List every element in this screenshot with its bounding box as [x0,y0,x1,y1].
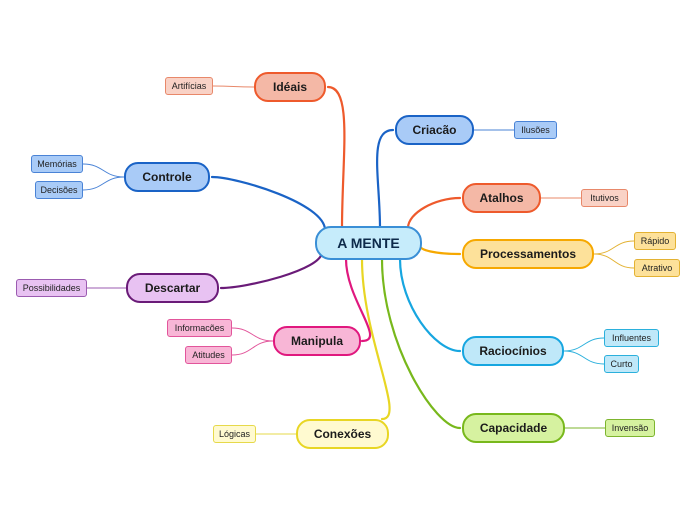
branch-topic-label: Capacidade [479,421,548,435]
branch-topic[interactable]: Raciocínios [462,336,564,366]
central-topic-label: A MENTE [337,235,400,251]
branch-line [406,196,462,230]
subtopic-label: Atrativo [641,263,673,273]
branch-topic-label: Descartar [144,281,201,295]
subtopic[interactable]: Atrativo [634,259,680,277]
subtopic[interactable]: Possibilidades [16,279,87,297]
branch-topic[interactable]: Capacidade [462,413,565,443]
subtopic[interactable]: Lógicas [213,425,256,443]
branch-line [219,250,324,290]
branch-line [326,85,346,230]
subtopic-label: Lógicas [218,429,251,439]
subtopic[interactable]: Ilusões [514,121,557,139]
subtopic-label: Decisões [40,185,78,195]
subtopic-label: Possibilidades [22,283,81,293]
subtopic-label: Invensão [611,423,649,433]
subtopic[interactable]: Itutivos [581,189,628,207]
subtopic-label: Ilusões [521,125,550,135]
branch-topic[interactable]: Descartar [126,273,219,303]
branch-line [344,257,372,343]
subtopic[interactable]: Memórias [31,155,83,173]
branch-topic-label: Criacão [412,123,457,137]
branch-topic-label: Conexões [313,427,372,441]
subtopic-label: Itutivos [590,193,619,203]
subtopic-label: Memórias [37,159,77,169]
subtopic-line [593,240,635,255]
branch-line [398,257,462,353]
subtopic-label: Atitudes [192,350,225,360]
subtopic-line [563,337,605,352]
branch-line [376,128,395,230]
subtopic-label: Artifícias [171,81,207,91]
subtopic[interactable]: Rápido [634,232,676,250]
subtopic-line [231,327,274,342]
subtopic-label: Curto [610,359,633,369]
branch-topic-label: Idéais [272,80,308,94]
subtopic-line [593,253,635,269]
branch-topic[interactable]: Atalhos [462,183,541,213]
branch-topic-label: Controle [142,170,192,184]
branch-topic[interactable]: Manipula [273,326,361,356]
branch-topic-label: Processamentos [479,247,577,261]
branch-topic-label: Manipula [290,334,343,348]
branch-topic[interactable]: Controle [124,162,210,192]
subtopic-label: Rápido [640,236,670,246]
subtopic[interactable]: Atitudes [185,346,232,364]
subtopic-label: Influentes [611,333,652,343]
branch-topic-label: Atalhos [479,191,524,205]
subtopic-line [563,350,605,365]
subtopic-label: Informacões [174,323,225,333]
subtopic[interactable]: Influentes [604,329,659,347]
branch-line [360,257,391,421]
branch-line [380,257,462,430]
subtopic[interactable]: Artifícias [165,77,213,95]
branch-topic[interactable]: Idéais [254,72,326,102]
subtopic[interactable]: Invensão [605,419,655,437]
branch-line [418,244,462,256]
subtopic[interactable]: Decisões [35,181,83,199]
subtopic-line [212,85,255,88]
branch-topic-label: Raciocínios [479,344,547,358]
subtopic[interactable]: Informacões [167,319,232,337]
branch-topic[interactable]: Processamentos [462,239,594,269]
subtopic-line [82,176,125,191]
subtopic[interactable]: Curto [604,355,639,373]
subtopic-line [82,163,125,178]
branch-topic[interactable]: Criacão [395,115,474,145]
branch-topic[interactable]: Conexões [296,419,389,449]
subtopic-line [231,340,274,356]
branch-line [210,175,327,232]
central-topic[interactable]: A MENTE [315,226,422,260]
